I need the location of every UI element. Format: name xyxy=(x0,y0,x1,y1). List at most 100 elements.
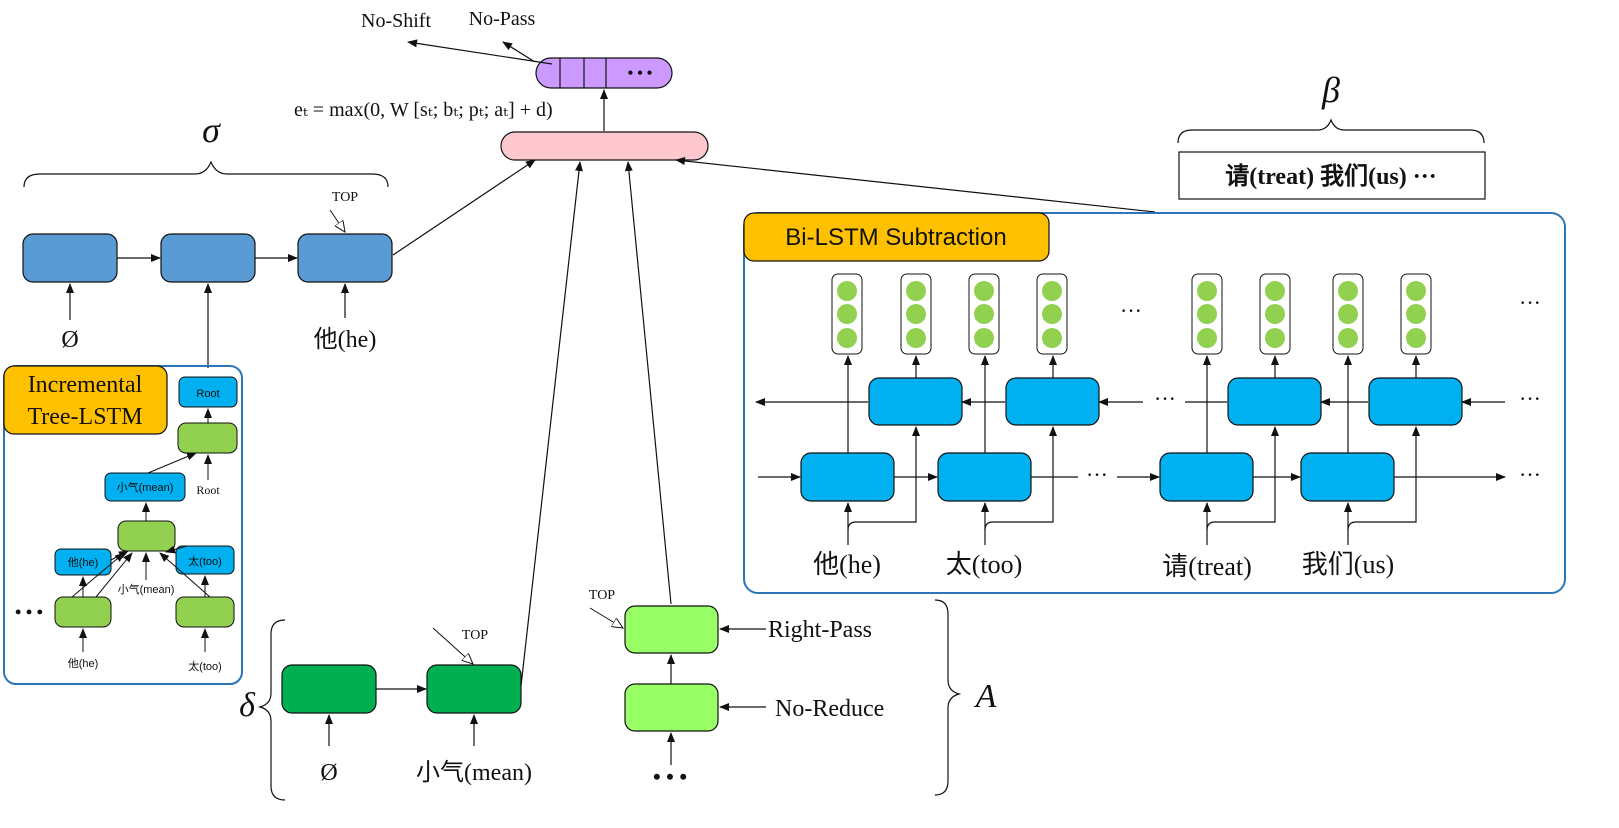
tree-mean-label: 小气(mean) xyxy=(118,582,175,596)
sigma-stack: σ TOP Ø 他(he) xyxy=(22,110,536,368)
bilstm-ellipsis-back-right: ··· xyxy=(1519,386,1541,411)
bilstm-input-branch-arrow xyxy=(1347,426,1420,531)
bilstm-input-branch-arrow xyxy=(847,426,920,531)
sigma-input-empty: Ø xyxy=(61,327,78,353)
tree-green-top xyxy=(177,422,238,454)
bilstm-output-unit-2-1 xyxy=(906,281,926,301)
tree-dots: • • • xyxy=(15,602,43,622)
buffer-box xyxy=(1178,151,1486,200)
output-vector xyxy=(535,57,673,89)
bilstm-output-unit-7-2 xyxy=(1338,304,1358,324)
tree-mean-node xyxy=(104,472,186,502)
action-right-pass: Right-Pass xyxy=(768,617,872,643)
tree-root-box-label: Root xyxy=(196,388,219,400)
bilstm-input-branch-arrow xyxy=(984,426,1057,531)
tree-lstm-title-box xyxy=(3,365,168,435)
bilstm-backward-cell-4 xyxy=(1368,377,1463,426)
bilstm-word-us: 我们(us) xyxy=(1302,550,1394,579)
no-shift-label: No-Shift xyxy=(361,10,431,32)
bilstm-panel: Bi-LSTM Subtraction 他(he) 太(too) 请(treat… xyxy=(743,212,1566,594)
tree-he-node xyxy=(54,548,112,576)
bilstm-ellipsis-right-top: ··· xyxy=(1519,290,1541,315)
bilstm-output-unit-5-2 xyxy=(1197,304,1217,324)
delta-input-empty: Ø xyxy=(320,760,337,786)
buffer-text: 请(treat) 我们(us) ··· xyxy=(1225,162,1437,190)
tree-he-input: 他(he) xyxy=(68,657,99,670)
bilstm-ellipsis-back-mid: ··· xyxy=(1154,386,1176,411)
bilstm-output-unit-1-1 xyxy=(837,281,857,301)
action-cell-bottom xyxy=(624,683,719,732)
bilstm-title: Bi-LSTM Subtraction xyxy=(785,224,1006,251)
sigma-brace xyxy=(23,160,389,188)
bilstm-output-unit-5-1 xyxy=(1197,281,1217,301)
delta-top-label: TOP xyxy=(462,628,488,643)
tree-lstm-panel: Incremental Tree-LSTM Root Root 小气(mean)… xyxy=(3,365,243,685)
sigma-cell-3 xyxy=(297,233,393,283)
bilstm-output-unit-4-3 xyxy=(1042,328,1062,348)
bilstm-input-branch-arrow xyxy=(1206,426,1279,531)
delta-symbol: δ xyxy=(239,687,256,724)
delta-cell-2 xyxy=(426,664,522,714)
tree-green-mid xyxy=(117,520,176,552)
bilstm-output-unit-1-2 xyxy=(837,304,857,324)
bilstm-forward-cell-3 xyxy=(1159,452,1254,502)
action-symbol: A xyxy=(974,678,997,715)
no-pass-label: No-Pass xyxy=(469,8,536,30)
bilstm-output-unit-3-2 xyxy=(974,304,994,324)
bilstm-word-treat: 请(treat) xyxy=(1162,552,1252,581)
bilstm-ellipsis-fwd-right: ··· xyxy=(1519,462,1541,487)
action-no-reduce: No-Reduce xyxy=(775,696,884,722)
bilstm-output-unit-1-3 xyxy=(837,328,857,348)
delta-input-mean: 小气(mean) xyxy=(416,759,532,786)
tree-green-too xyxy=(175,596,235,628)
bilstm-forward-cell-2 xyxy=(937,452,1032,502)
tree-root-node xyxy=(178,376,238,408)
tree-lstm-title-line2: Tree-LSTM xyxy=(27,404,142,430)
bilstm-output-unit-8-2 xyxy=(1406,304,1426,324)
hidden-layer xyxy=(500,131,709,161)
action-cell-top xyxy=(624,605,719,654)
sigma-cell-1 xyxy=(22,233,118,283)
sigma-input-he: 他(he) xyxy=(314,326,377,353)
bilstm-backward-cell-3 xyxy=(1227,377,1322,426)
beta-brace xyxy=(1177,118,1485,144)
bilstm-ellipsis-top: ··· xyxy=(1120,298,1142,323)
beta-symbol: β xyxy=(1321,70,1340,110)
bilstm-backward-cell-1 xyxy=(868,377,963,426)
bilstm-output-unit-7-3 xyxy=(1338,328,1358,348)
action-stack: Right-Pass No-Reduce TOP • • • A xyxy=(589,161,997,796)
bilstm-word-too: 太(too) xyxy=(946,550,1023,579)
tree-root-label: Root xyxy=(196,483,220,497)
action-brace xyxy=(934,599,962,796)
bilstm-output-unit-6-3 xyxy=(1265,328,1285,348)
action-dots: • • • xyxy=(653,764,687,789)
bilstm-frame xyxy=(743,212,1566,594)
bilstm-backward-cell-2 xyxy=(1005,377,1100,426)
bilstm-output-unit-8-3 xyxy=(1406,328,1426,348)
tree-lstm-title-line1: Incremental xyxy=(28,372,143,398)
tree-mean-box-label: 小气(mean) xyxy=(117,480,174,494)
bilstm-output-unit-7-1 xyxy=(1338,281,1358,301)
bilstm-output-unit-6-2 xyxy=(1265,304,1285,324)
bilstm-output-unit-3-1 xyxy=(974,281,994,301)
tree-green-he xyxy=(54,596,112,628)
sigma-cell-2 xyxy=(160,233,256,283)
bilstm-output-unit-6-1 xyxy=(1265,281,1285,301)
bilstm-forward-cell-1 xyxy=(800,452,895,502)
tree-too-node xyxy=(175,545,235,575)
output-dots: • • • xyxy=(628,65,653,82)
bilstm-output-unit-8-1 xyxy=(1406,281,1426,301)
bilstm-units xyxy=(755,273,1506,545)
bilstm-output-unit-5-3 xyxy=(1197,328,1217,348)
bilstm-title-box xyxy=(743,212,1050,262)
bilstm-ellipsis-fwd-mid: ··· xyxy=(1086,462,1108,487)
bilstm-output-unit-4-1 xyxy=(1042,281,1062,301)
delta-brace xyxy=(257,619,286,801)
bilstm-output-unit-2-3 xyxy=(906,328,926,348)
sigma-top-label: TOP xyxy=(332,190,358,205)
bilstm-output-unit-2-2 xyxy=(906,304,926,324)
bilstm-forward-cell-4 xyxy=(1300,452,1395,502)
bilstm-output-unit-4-2 xyxy=(1042,304,1062,324)
output-layer: • • • No-Shift No-Pass xyxy=(361,8,673,89)
